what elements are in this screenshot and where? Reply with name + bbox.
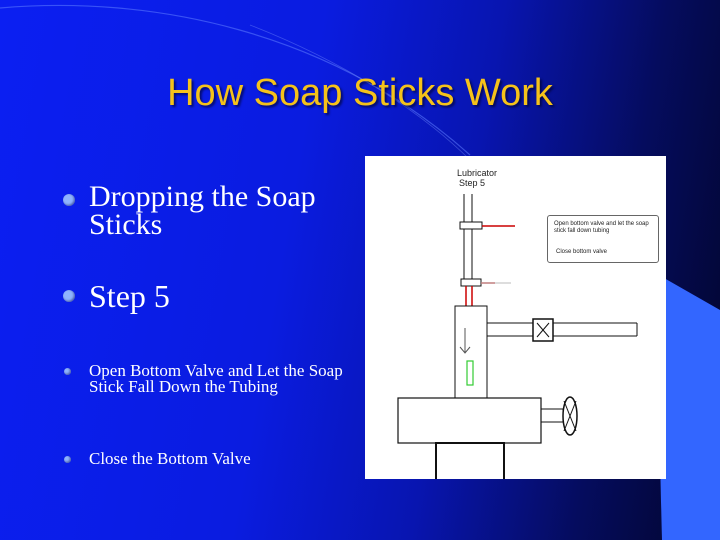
lubricator-label: Lubricator bbox=[457, 168, 498, 178]
handwheel-x-2 bbox=[563, 400, 577, 432]
bullet-dot-icon bbox=[64, 368, 71, 375]
bullet-close-bottom-valve: Close the Bottom Valve bbox=[64, 449, 251, 468]
bullet-dot-icon bbox=[64, 456, 71, 463]
side-valve-x-2 bbox=[536, 322, 550, 338]
instruction-callout: Open bottom valve and let the soap stick… bbox=[547, 215, 659, 263]
top-cap bbox=[459, 221, 483, 230]
accent-wedge bbox=[650, 270, 720, 540]
bullet-text: Dropping the Soap Sticks bbox=[89, 180, 316, 241]
light-swoosh-2 bbox=[249, 24, 471, 161]
bullet-dot-icon bbox=[63, 194, 75, 206]
slide-title: How Soap Sticks Work bbox=[167, 72, 553, 114]
callout-open-valve-text: Open bottom valve and let the soap stick… bbox=[554, 221, 649, 234]
callout-close-valve-text: Close bottom valve bbox=[556, 249, 608, 255]
lubricator-body bbox=[454, 305, 488, 399]
light-swoosh bbox=[0, 4, 471, 156]
bullet-dropping-soap-sticks: Dropping the Soap Sticks bbox=[63, 180, 354, 241]
lubricator-drawing bbox=[397, 194, 638, 479]
wellhead-block bbox=[397, 397, 542, 444]
bullet-step-5: Step 5 bbox=[63, 278, 170, 314]
step-label: Step 5 bbox=[459, 178, 486, 188]
bullet-open-bottom-valve: Open Bottom Valve and Let the Soap Stick… bbox=[64, 361, 354, 396]
bullet-text: Open Bottom Valve and Let the Soap Stick… bbox=[89, 361, 343, 396]
soap-stick bbox=[466, 360, 474, 386]
lower-cap bbox=[460, 278, 482, 287]
lubricator-diagram: Lubricator Step 5 Open bottom valve and … bbox=[365, 156, 666, 479]
down-arrow-icon bbox=[459, 346, 471, 354]
bullet-text: Close the Bottom Valve bbox=[89, 449, 251, 468]
bullet-text: Step 5 bbox=[89, 278, 170, 314]
bullet-dot-icon bbox=[63, 290, 75, 302]
